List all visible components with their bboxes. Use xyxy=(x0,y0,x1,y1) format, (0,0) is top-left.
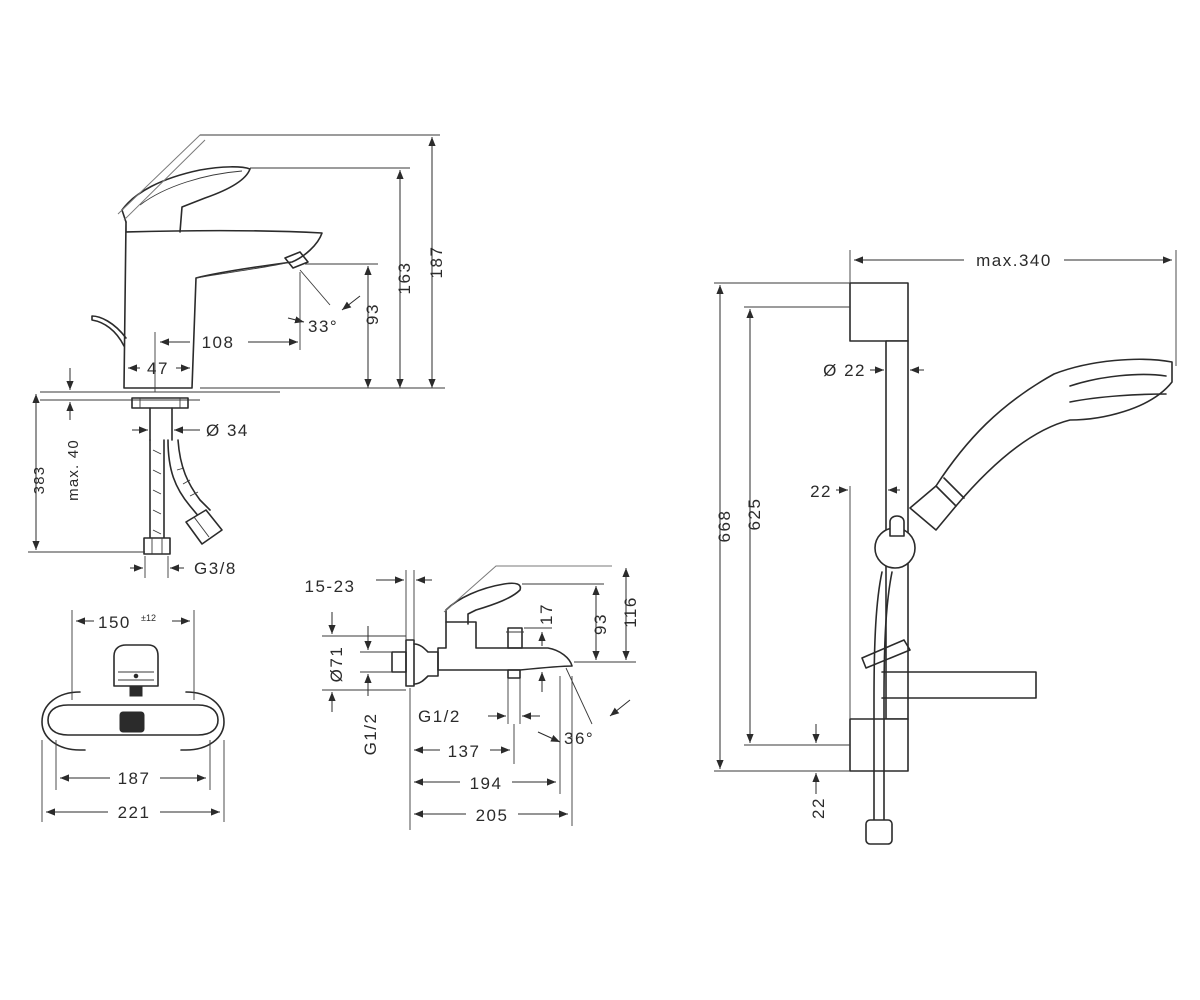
dim-centres: 150 xyxy=(98,613,131,632)
dim-base-diameter: 47 xyxy=(147,359,169,378)
basin-mixer-hose xyxy=(149,439,165,539)
dim-max-deck-thickness: max. 40 xyxy=(65,439,82,501)
dim-hose-thread: G3/8 xyxy=(194,559,237,578)
dim-inlet-thread: G1/2 xyxy=(361,713,380,756)
shower-set-view: max.340 Ø 22 22 668 625 22 xyxy=(714,250,1177,845)
hand-shower xyxy=(909,358,1173,531)
bath-mixer-side-handle xyxy=(445,582,522,625)
dim-below-deck-depth: 383 xyxy=(31,466,48,495)
dim-height-handle: 163 xyxy=(395,262,414,295)
dim-height-spout: 93 xyxy=(363,303,382,325)
soap-shelf xyxy=(881,671,1037,699)
dim-max-reach: max.340 xyxy=(976,251,1052,270)
dim-spout-reach: 108 xyxy=(202,333,235,352)
dim-depth-total: 205 xyxy=(476,806,509,825)
dim-shank-diameter: Ø 34 xyxy=(206,421,249,440)
dim-outlet-thread: G1/2 xyxy=(418,707,461,726)
dim-height-spout: 17 xyxy=(537,603,556,625)
basin-mixer-handle xyxy=(121,166,251,233)
dim-cover-diameter: Ø71 xyxy=(327,646,346,683)
dim-height-handle: 93 xyxy=(591,613,610,635)
shower-rail-top-bracket xyxy=(849,282,909,342)
basin-mixer-body xyxy=(123,221,323,389)
shower-rail-bottom-bracket xyxy=(849,718,909,772)
dim-centres-tolerance: ±12 xyxy=(141,613,156,623)
dim-height-total: 187 xyxy=(427,246,446,279)
bath-mixer-front-handle xyxy=(113,644,159,687)
dim-height-total: 116 xyxy=(621,596,640,628)
dim-rail-offset: 22 xyxy=(810,482,832,501)
bath-mixer-side-view: 15-23 Ø71 G1/2 17 93 116 G1/2 xyxy=(305,565,640,830)
dim-depth-outlet: 137 xyxy=(448,742,481,761)
basin-mixer-side-view: 187 163 93 33° 108 47 Ø 34 max. 40 xyxy=(28,134,446,578)
dim-overall-width: 221 xyxy=(118,803,151,822)
dim-rail-height: 625 xyxy=(745,498,764,531)
dim-bottom-offset: 22 xyxy=(809,797,828,819)
dim-depth-spout: 194 xyxy=(470,774,503,793)
shower-hose xyxy=(873,571,893,821)
dim-spout-angle: 36° xyxy=(564,729,594,748)
dim-cover-spacing: 187 xyxy=(118,769,151,788)
bath-mixer-front-body xyxy=(47,704,219,736)
dim-overall-height: 668 xyxy=(715,510,734,543)
dim-rail-diameter: Ø 22 xyxy=(823,361,866,380)
bath-mixer-side-body xyxy=(437,621,573,671)
dim-wall-distance: 15-23 xyxy=(305,577,356,596)
bath-mixer-front-view: 150 ±12 187 221 xyxy=(41,610,225,822)
dim-spout-angle: 33° xyxy=(308,317,338,336)
